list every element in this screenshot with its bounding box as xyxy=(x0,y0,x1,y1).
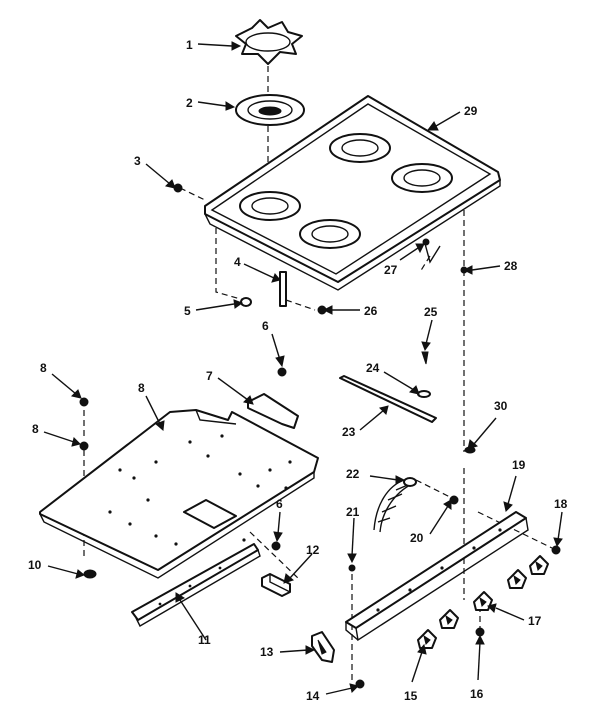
part-7-bracket xyxy=(247,393,299,429)
valve-bodies xyxy=(417,555,549,649)
callout-8c: 8 xyxy=(138,381,145,395)
part-6a-screw xyxy=(277,367,287,377)
callout-6b: 6 xyxy=(276,497,283,511)
rail-holes xyxy=(158,566,222,606)
callout-5: 5 xyxy=(184,304,191,318)
callout-8a: 8 xyxy=(40,361,47,375)
callout-13: 13 xyxy=(260,645,274,659)
callout-11: 11 xyxy=(198,633,211,647)
part-27-clip xyxy=(423,239,441,264)
callout-25: 25 xyxy=(424,305,438,319)
callout-1: 1 xyxy=(186,38,193,52)
callout-12: 12 xyxy=(306,543,320,557)
callout-14: 14 xyxy=(306,689,320,703)
part-2-burner-bowl xyxy=(235,94,305,126)
callout-27: 27 xyxy=(384,263,398,277)
cooktop-burner-openings xyxy=(239,133,453,249)
part-8a-screw xyxy=(79,397,89,407)
callout-2: 2 xyxy=(186,96,193,110)
callout-15: 15 xyxy=(404,689,418,703)
part-1-burner-head xyxy=(235,19,303,65)
callout-16: 16 xyxy=(470,687,484,701)
part-16-screw xyxy=(475,627,485,637)
part-18-screw xyxy=(551,545,561,555)
callout-10: 10 xyxy=(28,558,42,572)
part-4-bracket xyxy=(279,271,287,307)
part-10-screw xyxy=(83,569,97,579)
callout-6a: 6 xyxy=(262,319,269,333)
fasteners xyxy=(79,183,561,689)
part-23-strip xyxy=(339,375,437,423)
manifold-holes xyxy=(376,528,502,612)
callout-24: 24 xyxy=(366,361,380,375)
callout-28: 28 xyxy=(504,259,518,273)
callout-21: 21 xyxy=(346,505,360,519)
part-19-manifold xyxy=(345,511,529,642)
callout-4: 4 xyxy=(234,255,241,269)
part-29-cooktop xyxy=(204,95,501,291)
part-25-screw xyxy=(421,351,429,365)
part-22-tube xyxy=(373,477,417,533)
part-21-screw xyxy=(348,564,356,572)
callout-22: 22 xyxy=(346,467,360,481)
callout-labels: 1 2 3 4 5 26 29 27 28 6 25 8 7 8 8 24 23… xyxy=(28,38,568,703)
part-8b-screw xyxy=(79,441,89,451)
part-24-fastener xyxy=(417,390,431,398)
part-12-spacer xyxy=(261,573,291,597)
callout-29: 29 xyxy=(464,104,478,118)
leader-lines xyxy=(43,41,563,695)
part-5-clip xyxy=(240,297,252,307)
burner-box-holes xyxy=(108,434,292,546)
part-11-rail xyxy=(131,543,261,627)
callout-19: 19 xyxy=(512,458,526,472)
part-13-bracket xyxy=(311,631,335,663)
callout-30: 30 xyxy=(494,399,508,413)
callout-20: 20 xyxy=(410,531,424,545)
callout-18: 18 xyxy=(554,497,568,511)
callout-17: 17 xyxy=(528,614,542,628)
callout-8b: 8 xyxy=(32,422,39,436)
callout-7: 7 xyxy=(206,369,213,383)
callout-3: 3 xyxy=(134,154,141,168)
part-8-burner-box xyxy=(39,409,319,579)
callout-26: 26 xyxy=(364,304,378,318)
callout-23: 23 xyxy=(342,425,356,439)
part-6b-screw xyxy=(271,541,281,551)
